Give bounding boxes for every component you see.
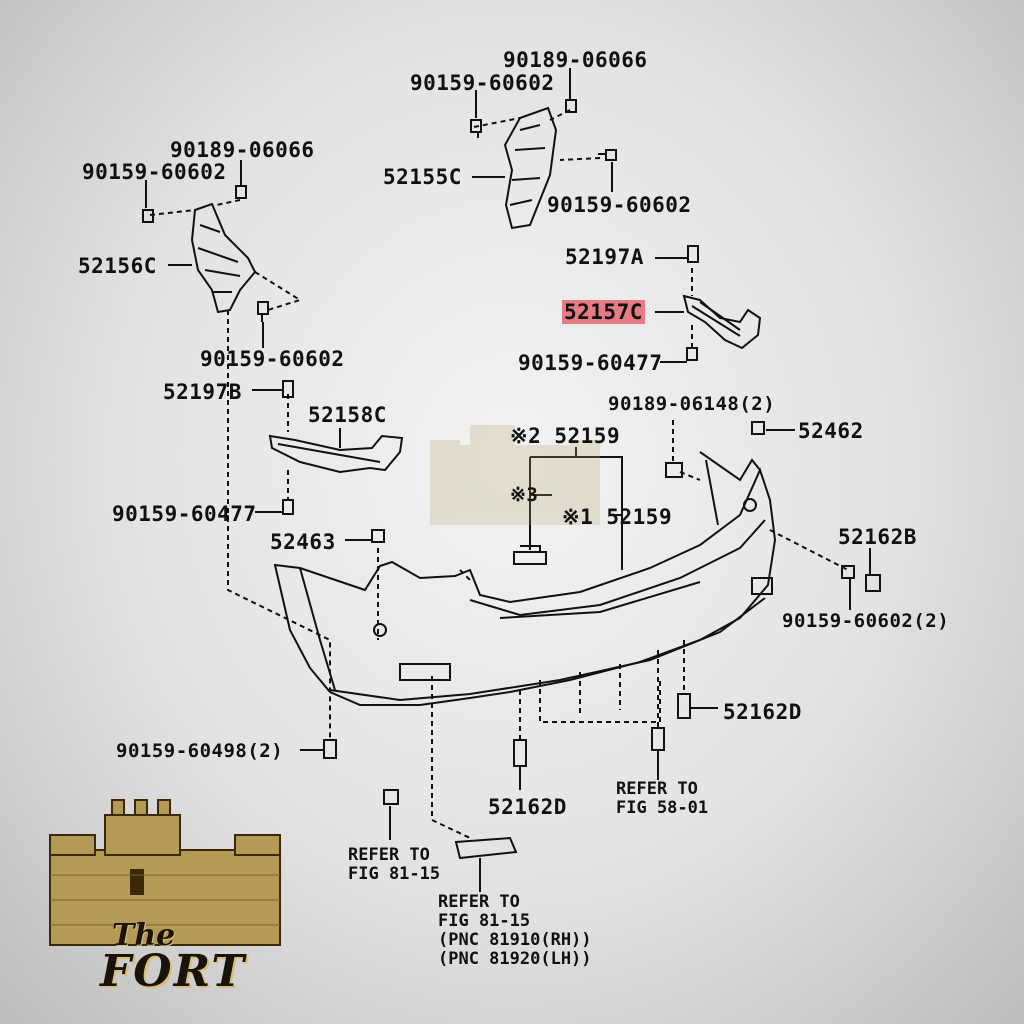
part-label-52155C: 52155C xyxy=(383,165,462,189)
watermark-icon xyxy=(430,425,600,525)
nut-icon xyxy=(235,185,247,199)
bolt-icon xyxy=(323,739,337,759)
part-label-52197A: 52197A xyxy=(565,245,644,269)
clip-icon xyxy=(513,739,527,767)
part-label-52156C: 52156C xyxy=(78,254,157,278)
bumper-cover xyxy=(273,467,777,706)
clip-icon xyxy=(383,789,399,805)
bolt-icon xyxy=(142,209,154,223)
refer-note-fig81b: REFER TO FIG 81-15 (PNC 81910(RH)) (PNC … xyxy=(438,892,592,969)
part-label-52462: 52462 xyxy=(798,419,864,443)
clip-icon xyxy=(677,693,691,719)
bolt-icon xyxy=(686,347,698,361)
grommet-icon xyxy=(665,462,683,478)
part-label-52159-mark3: ※3 xyxy=(510,484,539,506)
logo-text-fort: FORT xyxy=(100,946,247,997)
part-label-52158C: 52158C xyxy=(308,403,387,427)
bolt-icon xyxy=(257,301,269,322)
part-label-90159-60477-l: 90159-60477 xyxy=(112,502,257,526)
part-label-52162D-bottom: 52162D xyxy=(488,795,567,819)
bracket-52158C xyxy=(268,434,404,474)
bolt-icon xyxy=(598,149,617,161)
bracket-52156C xyxy=(190,202,257,314)
part-label-90159-60602-mid: 90159-60602 xyxy=(200,347,345,371)
bolt-icon xyxy=(470,119,482,138)
bracket-52155C xyxy=(503,106,558,230)
part-label-52197B: 52197B xyxy=(163,380,242,404)
bolt-icon xyxy=(282,499,294,515)
part-label-90159-60602-left: 90159-60602 xyxy=(82,160,227,184)
highlighted-part-52157C: 52157C xyxy=(562,300,645,324)
part-label-52162B: 52162B xyxy=(838,525,917,549)
retainer-icon xyxy=(751,421,765,435)
part-label-90159-60477-r: 90159-60477 xyxy=(518,351,663,375)
part-label-90189-06148: 90189-06148(2) xyxy=(608,393,776,415)
part-label-90159-60498: 90159-60498(2) xyxy=(116,740,284,762)
part-label-90189-06066-top: 90189-06066 xyxy=(503,48,648,72)
retainer-icon xyxy=(371,529,385,543)
part-label-90189-06066-left: 90189-06066 xyxy=(170,138,315,162)
bracket-52157C xyxy=(682,294,762,350)
clip-icon xyxy=(282,380,294,398)
retainer-icon xyxy=(865,574,881,592)
nut-icon xyxy=(565,99,577,113)
part-label-52463: 52463 xyxy=(270,530,336,554)
part-label-90159-60602-2: 90159-60602(2) xyxy=(782,610,950,632)
sensor-icon xyxy=(513,545,547,565)
part-label-52162D-right: 52162D xyxy=(723,700,802,724)
part-label-90159-60602-top: 90159-60602 xyxy=(410,71,555,95)
clip-icon xyxy=(651,727,665,751)
refer-note-fig81a: REFER TO FIG 81-15 xyxy=(348,845,441,884)
part-label-90159-60602-r1: 90159-60602 xyxy=(547,193,692,217)
reflector-icon xyxy=(454,836,518,860)
refer-note-fig58: REFER TO FIG 58-01 xyxy=(616,779,709,818)
bolt-icon xyxy=(841,565,855,579)
logo-text-the: The xyxy=(112,918,176,953)
clip-icon xyxy=(687,245,699,263)
part-label-52159-a: ※2 52159 xyxy=(510,424,621,448)
part-label-52157C: 52157C xyxy=(562,300,645,324)
fort-logo xyxy=(49,799,281,946)
part-label-52159-b: ※1 52159 xyxy=(562,505,673,529)
